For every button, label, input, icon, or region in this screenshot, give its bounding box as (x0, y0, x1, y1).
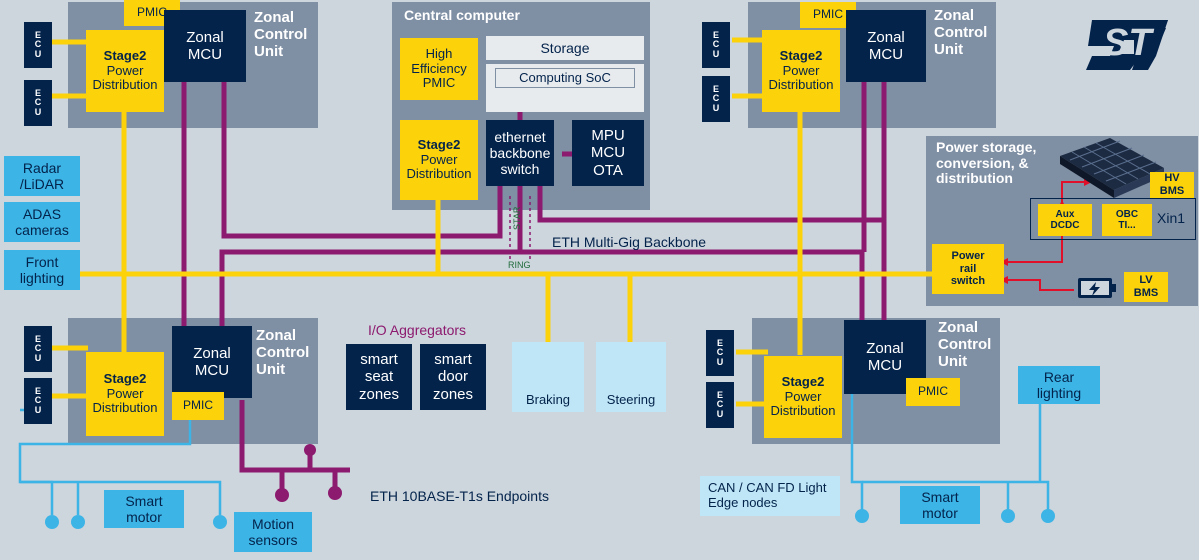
aux-dcdc: Aux DCDC (1038, 204, 1092, 236)
backbone-label: ETH Multi-Gig Backbone (552, 234, 707, 250)
ring-label: RING (508, 260, 531, 270)
purple-endpoint-dots (275, 444, 342, 502)
smart-door-zones: smart door zones (420, 344, 486, 410)
svg-text:ST: ST (1103, 22, 1154, 64)
cyan-can-lines (18, 380, 1050, 515)
hv-battery-pack-icon (1060, 138, 1164, 198)
braking-box: Braking (512, 342, 584, 412)
tl-zone-title: Zonal Control Unit (254, 9, 308, 60)
tr-ecu-2: ECU (702, 76, 730, 122)
br-pmic: PMIC (906, 378, 960, 406)
central-storage: Storage (486, 36, 644, 60)
br-ecu-2: ECU (706, 382, 734, 428)
tr-zonal-mcu: Zonal MCU (846, 10, 926, 82)
cyan-endpoint-dots (45, 509, 1055, 529)
tr-ecu-1: ECU (702, 22, 730, 68)
bl-zonal-mcu: Zonal MCU (172, 326, 252, 398)
central-soc-container: Computing SoC (486, 64, 644, 112)
obc-ti: OBC TI... (1102, 204, 1152, 236)
motion-sensors: Motion sensors (234, 512, 312, 552)
radar-lidar: Radar /LiDAR (4, 156, 80, 196)
power-title: Power storage, conversion, & distributio… (936, 139, 1037, 187)
rear-lighting: Rear lighting (1018, 366, 1100, 404)
bl-pmic: PMIC (172, 392, 224, 420)
xin1-frame (1030, 198, 1196, 240)
bl-zone-title: Zonal Control Unit (256, 327, 310, 378)
br-zone-title: Zonal Control Unit (938, 319, 992, 370)
tr-zone-title: Zonal Control Unit (934, 7, 988, 58)
star-ring-dashes (509, 196, 531, 262)
can-edge-nodes: CAN / CAN FD Light Edge nodes (700, 476, 840, 516)
hv-bms: HV BMS (1150, 172, 1194, 198)
central-hepmic: High Efficiency PMIC (400, 38, 478, 100)
adas-cameras: ADAS cameras (4, 202, 80, 242)
smart-motor-left: Smart motor (104, 490, 184, 528)
central-switch: ethernet backbone switch (486, 120, 554, 186)
central-title: Central computer (404, 7, 520, 23)
tl-zonal-mcu: Zonal MCU (164, 10, 246, 82)
lv-bms: LV BMS (1124, 272, 1168, 302)
star-label: STAR (512, 206, 522, 230)
xin1-label: Xin1 (1157, 210, 1186, 226)
bl-ecu-1: ECU (24, 326, 52, 372)
yellow-power-lines (40, 37, 934, 407)
central-soc: Computing SoC (495, 68, 635, 88)
power-rail-switch: Power rail switch (932, 244, 1004, 294)
smart-motor-right: Smart motor (900, 486, 980, 524)
steering-box: Steering (596, 342, 666, 412)
br-ecu-1: ECU (706, 330, 734, 376)
st-logo-icon: ST (1086, 20, 1168, 70)
front-lighting: Front lighting (4, 250, 80, 290)
tl-ecu-2: ECU (24, 80, 52, 126)
battery-icon (1078, 278, 1116, 298)
central-mpu: MPU MCU OTA (572, 120, 644, 186)
io-aggregators-label: I/O Aggregators (368, 322, 467, 338)
endpoints-label: ETH 10BASE-T1s Endpoints (370, 488, 549, 504)
tl-ecu-1: ECU (24, 22, 52, 68)
smart-seat-zones: smart seat zones (346, 344, 412, 410)
bl-ecu-2: ECU (24, 378, 52, 424)
